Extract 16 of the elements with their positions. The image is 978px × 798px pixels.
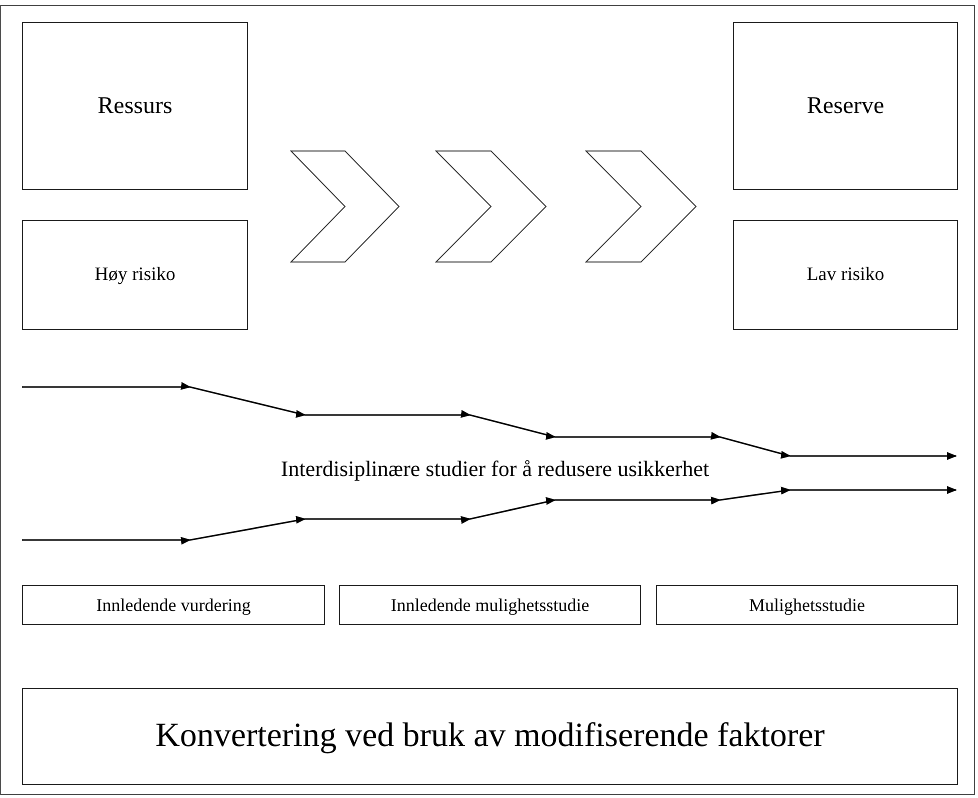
box-label: Konvertering ved bruk av modifiserende faktorer <box>155 716 825 756</box>
box-label: Mulighetsstudie <box>749 594 865 616</box>
box-label: Innledende vurdering <box>96 594 251 616</box>
box-label: Reserve <box>806 92 884 121</box>
text-box <box>22 585 325 625</box>
box-label: Ressurs <box>98 92 172 121</box>
text-box <box>22 688 958 785</box>
box-label: Høy risiko <box>94 263 176 287</box>
box-label: Innledende mulighetsstudie <box>390 594 590 616</box>
text-box <box>733 22 958 190</box>
box-label: Lav risiko <box>806 263 884 287</box>
text-box <box>656 585 958 625</box>
text-box <box>22 220 248 330</box>
text-box <box>733 220 958 330</box>
text-box <box>22 22 248 190</box>
text-box <box>339 585 641 625</box>
